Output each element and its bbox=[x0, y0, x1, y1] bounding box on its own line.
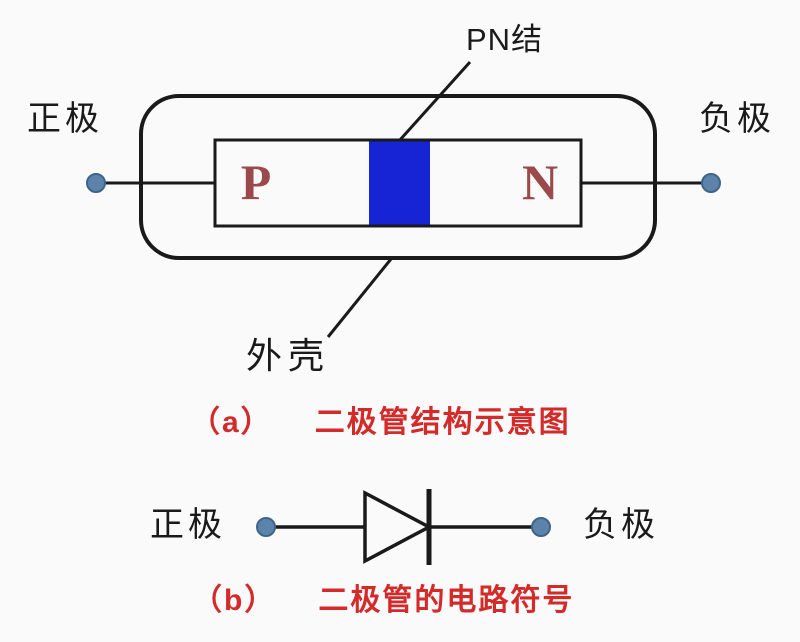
pn-junction-label: PN结 bbox=[466, 22, 544, 57]
caption-b-text: 二极管的电路符号 bbox=[318, 584, 575, 617]
pn-junction-pointer-line bbox=[397, 60, 472, 143]
semiconductor-body-outline bbox=[213, 138, 583, 228]
positive-terminal-label-a: 正极 bbox=[27, 100, 103, 138]
n-region-label: N bbox=[521, 154, 559, 210]
shell-label: 外壳 bbox=[246, 335, 331, 376]
caption-b: （b） 二极管的电路符号 bbox=[192, 586, 574, 616]
caption-a-index: （a） bbox=[190, 406, 273, 439]
pn-junction-block bbox=[369, 141, 430, 225]
cathode-terminal-dot-a bbox=[701, 173, 721, 193]
anode-terminal-dot-a bbox=[86, 173, 106, 193]
caption-a-text: 二极管结构示意图 bbox=[314, 406, 571, 439]
anode-terminal-dot-b bbox=[256, 517, 276, 537]
caption-a: （a） 二极管结构示意图 bbox=[190, 408, 571, 438]
negative-terminal-label-b: 负极 bbox=[583, 506, 659, 544]
cathode-terminal-dot-b bbox=[531, 517, 551, 537]
caption-b-index: （b） bbox=[192, 584, 277, 617]
negative-terminal-label-a: 负极 bbox=[699, 100, 775, 138]
p-region-label: P bbox=[240, 154, 272, 210]
positive-terminal-label-b: 正极 bbox=[150, 506, 226, 544]
shell-pointer-line bbox=[326, 258, 393, 338]
diode-symbol-triangle bbox=[363, 490, 433, 564]
diode-shell-outline bbox=[139, 94, 657, 260]
